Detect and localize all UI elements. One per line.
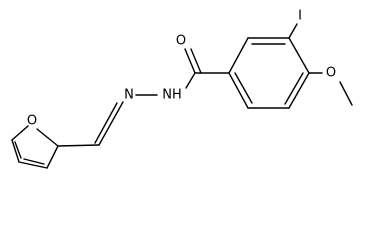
substituent-bonds — [288, 23, 353, 106]
atom-n-imine: N — [124, 88, 134, 103]
furan-ring — [11, 125, 59, 169]
atom-o-carbonyl: O — [176, 34, 186, 49]
molecule-structure: O N NH O I O — [11, 9, 353, 169]
linker-bonds — [57, 48, 230, 147]
atom-o-furan: O — [27, 114, 37, 129]
atom-nh: NH — [162, 88, 182, 103]
benzene-ring — [228, 37, 310, 109]
atom-iodine: I — [298, 9, 302, 24]
atom-o-methoxy: O — [326, 66, 336, 81]
